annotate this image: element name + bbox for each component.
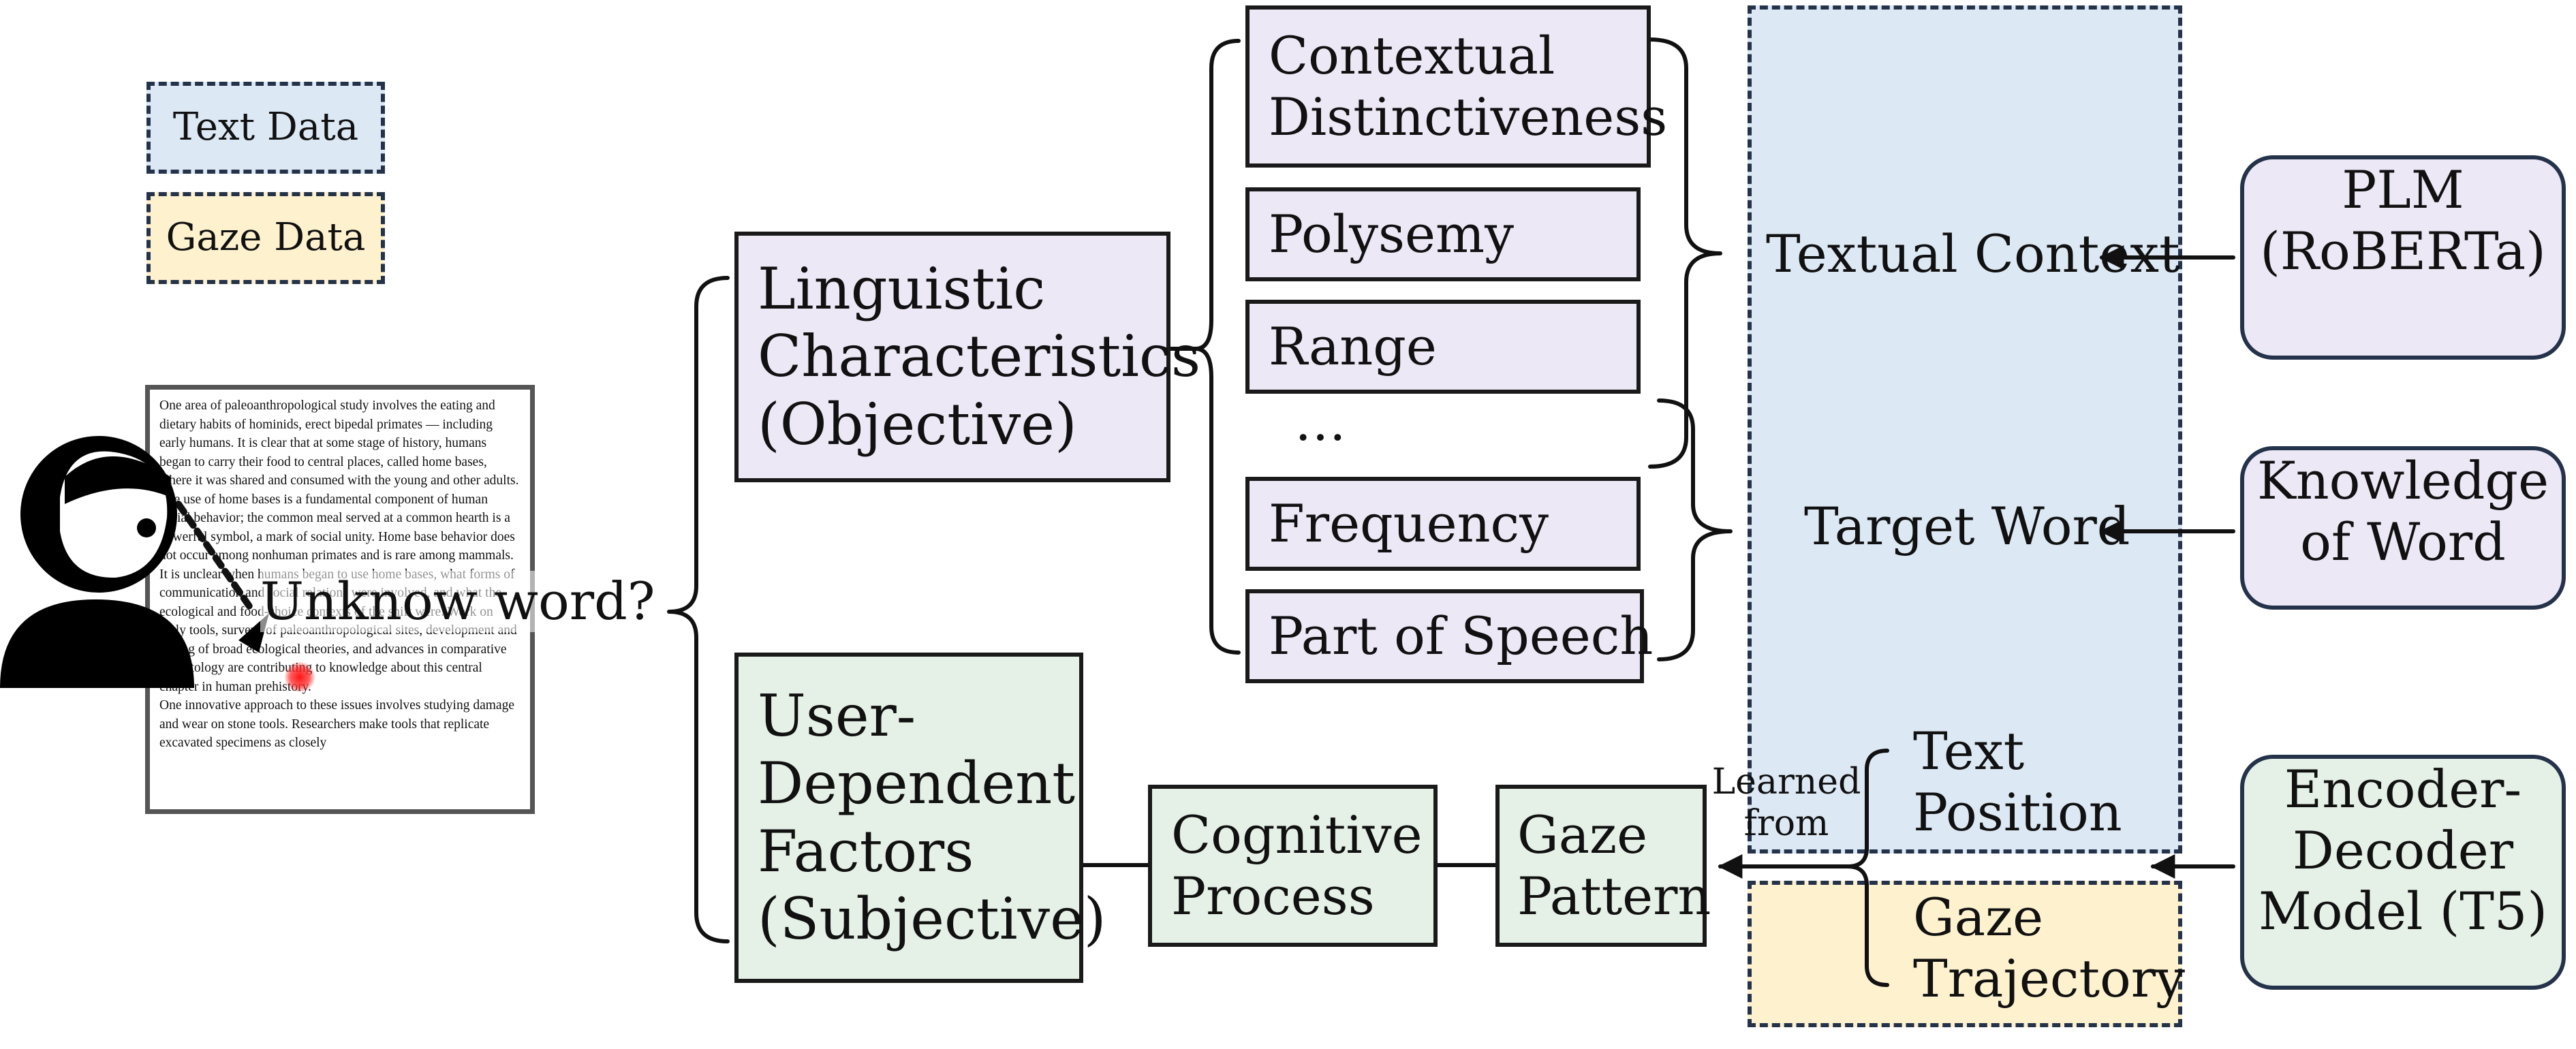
knowledge-line-2: of Word xyxy=(2300,511,2506,572)
user-factors-line-3: Factors xyxy=(758,817,974,885)
target-word-label: Target Word xyxy=(1804,496,2130,557)
legend-gaze-data-label: Gaze Data xyxy=(166,215,366,260)
person-icon xyxy=(0,436,194,688)
range-label: Range xyxy=(1269,316,1437,377)
learned-line-2: from xyxy=(1743,803,1829,845)
text-position-line-2: Position xyxy=(1913,781,2122,843)
encoder-line-2: Decoder xyxy=(2292,819,2514,881)
cognitive-line-1: Cognitive xyxy=(1171,804,1423,866)
gaze-dotted-line xyxy=(175,501,253,610)
gaze-trajectory-line-1: Gaze xyxy=(1913,887,2044,948)
feature-frequency: Frequency xyxy=(1245,477,1641,571)
gaze-data-column xyxy=(1748,881,2182,1027)
learned-line-1: Learned xyxy=(1711,762,1861,802)
linguistic-line-2: Characteristics xyxy=(758,323,1201,390)
cognitive-process-box: Cognitive Process xyxy=(1148,785,1438,947)
plm-line-2: (RoBERTa) xyxy=(2260,220,2546,281)
feature-part-of-speech: Part of Speech xyxy=(1245,589,1654,683)
learned-from-label: Learned from xyxy=(1711,762,1861,845)
linguistic-line-1: Linguistic xyxy=(758,255,1046,323)
feature-brace xyxy=(1194,39,1241,655)
encoder-line-3: Model (T5) xyxy=(2258,881,2547,942)
legend-text-data-label: Text Data xyxy=(172,105,359,150)
legend-text-data: Text Data xyxy=(146,82,385,174)
user-dependent-factors-box: User- Dependent Factors (Subjective) xyxy=(734,653,1106,983)
plm-roberta-box: PLM (RoBERTa) xyxy=(2240,155,2566,360)
text-data-column xyxy=(1748,5,2182,854)
user-factors-line-2: Dependent xyxy=(758,750,1075,817)
contextual-line-2: Distinctiveness xyxy=(1269,87,1668,147)
text-position-label: Text Position xyxy=(1913,721,2122,843)
feature-range: Range xyxy=(1245,300,1641,394)
target-word-brace xyxy=(1657,398,1733,661)
question-label: Unknow word? xyxy=(260,571,655,632)
cognitive-line-2: Process xyxy=(1171,866,1375,926)
knowledge-of-word-box: Knowledge of Word xyxy=(2240,446,2566,610)
frequency-label: Frequency xyxy=(1269,493,1549,554)
feature-ellipsis: … xyxy=(1294,392,1346,452)
user-factors-line-4: (Subjective) xyxy=(758,885,1106,952)
text-position-line-1: Text xyxy=(1913,721,2025,781)
gaze-point xyxy=(285,662,315,692)
textual-context-label: Textual Context xyxy=(1766,223,2180,284)
plm-line-1: PLM xyxy=(2342,159,2464,220)
legend-gaze-data: Gaze Data xyxy=(146,192,385,284)
linguistic-line-3: (Objective) xyxy=(758,390,1077,458)
feature-contextual-distinctiveness: Contextual Distinctiveness xyxy=(1245,5,1668,168)
pos-label: Part of Speech xyxy=(1269,606,1654,667)
document-paragraph-2: One innovative approach to these issues … xyxy=(159,698,514,750)
gaze-trajectory-line-2: Trajectory xyxy=(1913,948,2185,1009)
encoder-decoder-box: Encoder- Decoder Model (T5) xyxy=(2240,755,2566,990)
gaze-pattern-box: Gaze Pattern xyxy=(1495,785,1711,947)
feature-polysemy: Polysemy xyxy=(1245,187,1641,281)
gaze-trajectory-label: Gaze Trajectory xyxy=(1913,887,2185,1009)
contextual-line-1: Contextual xyxy=(1269,25,1555,87)
encoder-line-1: Encoder- xyxy=(2284,759,2522,819)
gaze-pattern-line-1: Gaze xyxy=(1517,804,1648,866)
user-factors-line-1: User- xyxy=(758,683,916,750)
main-brace xyxy=(667,276,730,943)
linguistic-characteristics-box: Linguistic Characteristics (Objective) xyxy=(734,232,1201,482)
textual-context-brace xyxy=(1648,37,1722,469)
gaze-pattern-line-2: Pattern xyxy=(1517,866,1711,926)
polysemy-label: Polysemy xyxy=(1269,204,1515,265)
knowledge-line-1: Knowledge xyxy=(2256,450,2549,511)
